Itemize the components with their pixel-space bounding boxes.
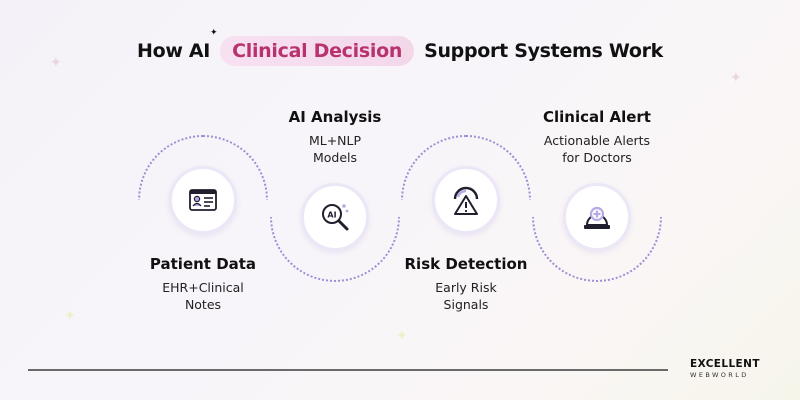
step-4-icon-circle [563,183,631,251]
title-sparkle-icon: ✦ [210,28,218,38]
step-1-subtitle: EHR+Clinical Notes [162,280,244,312]
step-3-subtitle: Early Risk Signals [435,280,497,312]
patient-record-icon [189,189,217,211]
sparkle-icon: ✦ [730,70,742,86]
brand-name-line2: WEBWORLD [690,371,749,379]
ai-magnifier-icon: AI [322,204,349,231]
title-prefix: How AI [136,40,211,62]
step-3-title: Risk Detection [404,255,528,273]
step-4-subtitle: Actionable Alerts for Doctors [543,133,651,165]
step-4-title: Clinical Alert [543,108,651,126]
alarm-bell-icon [584,206,610,229]
step-3-icon-circle [432,166,500,234]
page-title: How AI ✦ Clinical Decision Support Syste… [0,28,800,66]
step-3-label: Risk Detection Early Risk Signals [386,255,546,313]
footer-divider [28,369,668,371]
step-1-title: Patient Data [149,255,257,273]
step-2-label: AI Analysis ML+NLP Models [255,108,415,166]
svg-text:AI: AI [327,211,336,220]
sparkle-icon: ✦ [396,328,408,344]
risk-gauge-warning-icon [453,186,479,215]
step-2-title: AI Analysis [288,108,382,126]
step-2-subtitle: ML+NLP Models [308,133,362,165]
title-suffix: Support Systems Work [424,40,664,62]
step-4-label: Clinical Alert Actionable Alerts for Doc… [517,108,677,166]
brand-name-line1: EXCELLENT [690,358,760,370]
step-1-label: Patient Data EHR+Clinical Notes [123,255,283,313]
step-1-icon-circle [169,166,237,234]
title-highlight: Clinical Decision [220,36,415,66]
sparkle-icon: ✦ [50,55,62,71]
sparkle-icon: ✦ [64,308,76,324]
brand-logo: EXCELLENT WEBWORLD [690,358,770,379]
step-2-icon-circle: AI [301,183,369,251]
